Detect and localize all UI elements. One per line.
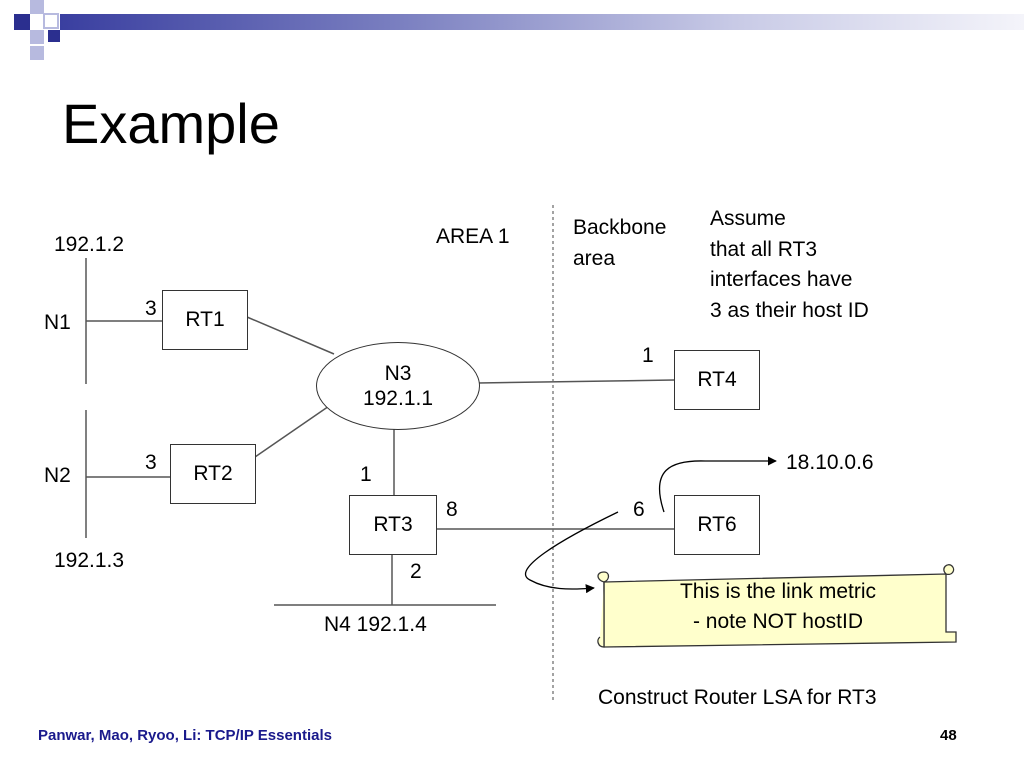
external-route-arrow <box>658 456 777 513</box>
link-metric-callout: This is the link metric - note NOT hostI… <box>606 577 950 637</box>
scroll-callout-shape <box>597 564 957 648</box>
slide-title: Example <box>62 92 280 155</box>
callout-pointer-arrow <box>524 511 619 594</box>
router-rt2: RT2 <box>170 444 256 504</box>
router-rt1: RT1 <box>162 290 248 350</box>
slide-footer: Panwar, Mao, Ryoo, Li: TCP/IP Essentials <box>38 727 332 744</box>
router-rt3: RT3 <box>349 495 437 555</box>
metric-rt4: 1 <box>642 344 654 367</box>
assume-note-line-4: 3 as their host ID <box>710 299 869 322</box>
assume-note-line-3: interfaces have <box>710 268 853 291</box>
router-rt6: RT6 <box>674 495 760 555</box>
router-rt2-label: RT2 <box>193 462 233 485</box>
network-n1-address: 192.1.2 <box>54 233 125 256</box>
callout-line-1: This is the link metric <box>679 580 877 603</box>
router-rt4: RT4 <box>674 350 760 410</box>
backbone-area-label-line-1: Backbone <box>573 216 667 239</box>
assume-note-line-2: that all RT3 <box>710 238 817 261</box>
network-n2-address: 192.1.3 <box>54 549 125 572</box>
metric-rt3-rt6: 8 <box>446 498 458 521</box>
metric-rt6: 6 <box>633 498 645 521</box>
router-rt4-label: RT4 <box>697 368 737 391</box>
network-n2-name: N2 <box>44 464 71 487</box>
backbone-area-label-line-2: area <box>573 247 616 270</box>
rt1-n3-link <box>246 316 335 355</box>
page-number: 48 <box>940 727 957 744</box>
router-rt3-label: RT3 <box>373 513 413 536</box>
router-rt1-label: RT1 <box>185 308 225 331</box>
external-address-label: 18.10.0.6 <box>786 451 874 474</box>
callout-line-2: - note NOT hostID <box>692 609 863 633</box>
metric-n1-rt1: 3 <box>145 297 157 320</box>
network-n3-address: 192.1.1 <box>362 387 434 410</box>
metric-rt3-n3: 1 <box>360 463 372 486</box>
metric-rt3-n4: 2 <box>410 560 422 583</box>
network-n1-name: N1 <box>44 311 71 334</box>
metric-n2-rt2: 3 <box>145 451 157 474</box>
area-1-label: AREA 1 <box>436 225 510 248</box>
assume-note-line-1: Assume <box>710 207 786 230</box>
corner-squares-decoration <box>14 0 60 60</box>
n3-rt4-link <box>477 379 675 384</box>
network-n3-name: N3 <box>384 361 412 385</box>
task-instruction: Construct Router LSA for RT3 <box>598 686 877 709</box>
network-n4-label: N4 192.1.4 <box>324 613 427 636</box>
router-rt6-label: RT6 <box>697 513 737 536</box>
network-n3: N3 192.1.1 <box>316 342 480 430</box>
rt2-n3-link <box>254 403 333 458</box>
header-gradient-bar <box>60 14 1024 30</box>
